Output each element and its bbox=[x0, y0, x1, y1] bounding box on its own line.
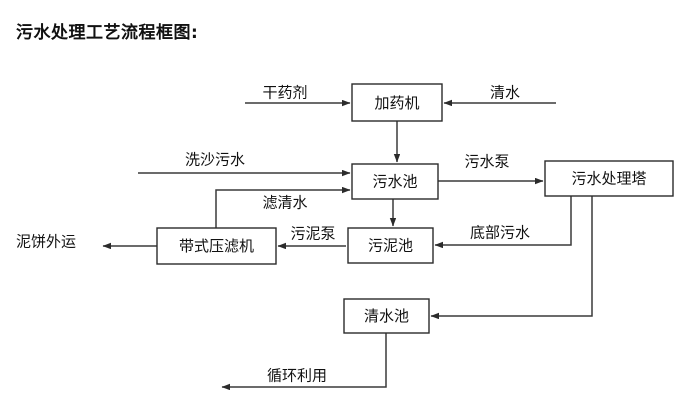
node-treatment-tower[interactable]: 污水处理塔 bbox=[544, 160, 674, 197]
label-mud-cake-out: 泥饼外运 bbox=[16, 233, 76, 251]
page-title: 污水处理工艺流程框图: bbox=[16, 23, 199, 43]
label-dry-agent: 干药剂 bbox=[262, 84, 307, 102]
edge-filtered-water-to-sewage-pool bbox=[215, 186, 351, 228]
edge-clear-water-pool-to-recycle bbox=[221, 333, 387, 391]
label-sludge-pump: 污泥泵 bbox=[290, 225, 335, 243]
label-recycle-use: 循环利用 bbox=[267, 367, 327, 385]
label-filtered-water: 滤清水 bbox=[262, 194, 307, 212]
node-belt-filter-press-label: 带式压滤机 bbox=[179, 237, 254, 255]
node-sludge-pool[interactable]: 污泥池 bbox=[347, 227, 434, 264]
edge-treatment-tower-to-clear-water-pool bbox=[430, 196, 593, 320]
node-belt-filter-press[interactable]: 带式压滤机 bbox=[156, 227, 277, 265]
node-sewage-pool-label: 污水池 bbox=[372, 173, 417, 191]
node-clear-water-pool-label: 清水池 bbox=[364, 307, 409, 325]
node-clear-water-pool[interactable]: 清水池 bbox=[343, 298, 430, 334]
label-clean-water: 清水 bbox=[490, 84, 520, 102]
label-sewage-pump: 污水泵 bbox=[464, 153, 509, 171]
node-dosing-machine-label: 加药机 bbox=[374, 94, 419, 112]
node-sludge-pool-label: 污泥池 bbox=[368, 237, 413, 255]
edge-bottom-sewage-to-sludge-pool bbox=[434, 196, 572, 249]
node-dosing-machine[interactable]: 加药机 bbox=[351, 83, 443, 122]
node-treatment-tower-label: 污水处理塔 bbox=[571, 170, 646, 188]
node-sewage-pool[interactable]: 污水池 bbox=[351, 163, 439, 200]
label-sand-wash-sewage: 洗沙污水 bbox=[185, 151, 245, 169]
label-bottom-sewage: 底部污水 bbox=[470, 224, 530, 242]
